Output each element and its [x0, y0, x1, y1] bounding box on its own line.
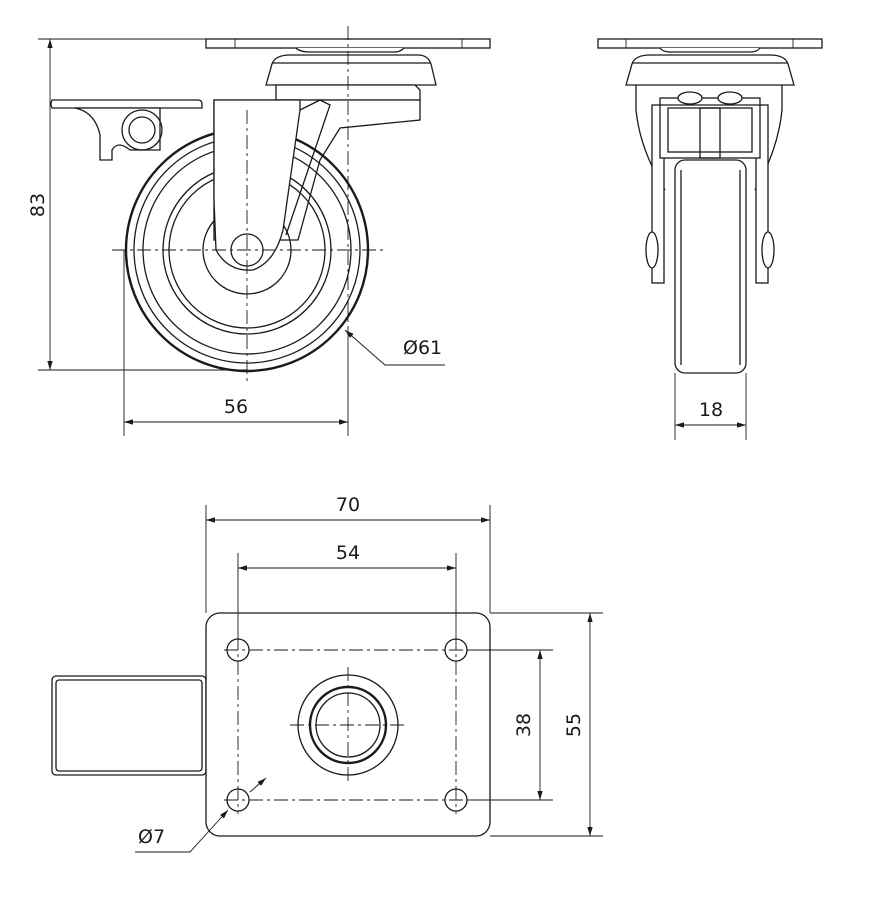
dimension-hole-spacing-y: 38: [470, 649, 553, 801]
dim-label-d61: Ø61: [403, 337, 442, 359]
brake-pedal-top: [51, 675, 207, 776]
dimension-hole-spacing-x: 54: [237, 542, 457, 636]
front-view: [597, 38, 823, 374]
dim-label-70: 70: [336, 494, 360, 516]
dimension-plate-length: 55: [490, 612, 603, 837]
dim-label-55: 55: [563, 713, 585, 737]
dim-label-d7: Ø7: [138, 826, 165, 848]
kingpin: [295, 47, 405, 53]
dim-label-38: 38: [513, 713, 535, 737]
dimension-plate-width: 70: [205, 494, 491, 613]
dim-label-54: 54: [336, 542, 360, 564]
dim-label-83: 83: [27, 193, 49, 217]
dimension-wheel-width: 18: [674, 373, 747, 440]
side-view: [50, 26, 491, 382]
dimension-wheel-diameter: Ø61: [344, 329, 445, 366]
dim-label-56: 56: [224, 396, 248, 418]
dimension-hole-diameter: Ø7: [135, 777, 267, 853]
swivel-housing: [265, 54, 437, 86]
wheel-front: [674, 159, 747, 374]
brake-pedal: [50, 99, 203, 109]
dim-label-18: 18: [699, 399, 723, 421]
dimension-offset: 56: [123, 250, 349, 436]
top-view: [51, 612, 491, 837]
top-plate-front: [597, 38, 823, 49]
dimension-overall-height: 83: [27, 38, 247, 371]
brake-front: [659, 97, 761, 159]
